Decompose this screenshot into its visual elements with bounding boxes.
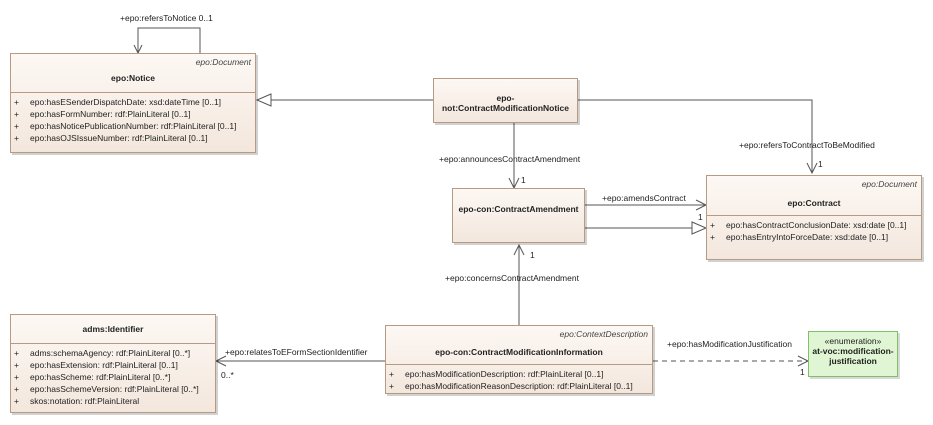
identifier-attr: +epo:hasExtension: rdf:PlainLiteral [0..… (14, 360, 178, 370)
notice-stereotype: epo:Document (195, 57, 251, 67)
class-contract-modification-notice[interactable]: epo-not:ContractModificationNotice (433, 78, 578, 123)
contract-attr: +epo:hasContractConclusionDate: xsd:date… (710, 220, 907, 230)
concerns-arrow (513, 243, 525, 256)
class-contract-modification-information[interactable]: epo:ContextDescription epo-con:ContractM… (385, 325, 653, 394)
relates-label: +epo:relatesToEFormSectionIdentifier (225, 347, 368, 357)
class-contract[interactable]: epo:Document epo:Contract +epo:hasContra… (706, 175, 922, 260)
amendment-generalization-head (691, 221, 708, 235)
cmn-generalization-head (255, 93, 272, 107)
announces-label: +epo:announcesContractAmendment (439, 154, 581, 164)
amendment-name: epo-con:ContractAmendment (458, 204, 579, 214)
cmi-attr: +epo:hasModificationReasonDescription: r… (389, 381, 633, 391)
refers-to-contract-arrow (806, 162, 818, 175)
class-notice[interactable]: epo:Document epo:Notice +epo:hasESenderD… (10, 53, 256, 153)
notice-attr: +epo:hasESenderDispatchDate: xsd:dateTim… (14, 97, 222, 107)
notice-name: epo:Notice (111, 73, 155, 83)
refers-to-contract-multiplicity: 1 (818, 159, 823, 169)
identifier-attr: +skos:notation: rdf:PlainLiteral (14, 396, 140, 406)
cmi-stereotype: epo:ContextDescription (559, 329, 648, 339)
concerns-label: +epo:concernsContractAmendment (445, 273, 579, 283)
justification-label: +epo:hasModificationJustification (667, 339, 792, 349)
amends-label: +epo:amendsContract (602, 193, 686, 203)
relates-multiplicity: 0..* (221, 370, 234, 380)
enum-stereotype: «enumeration» (824, 336, 882, 346)
announces-multiplicity: 1 (521, 175, 526, 185)
contract-attr: +epo:hasEntryIntoForceDate: xsd:date [0.… (710, 232, 889, 242)
enum-name-line2: justification (829, 356, 877, 366)
justification-multiplicity: 1 (800, 367, 805, 377)
identifier-attr: +epo:hasSchemeVersion: rdf:PlainLiteral … (14, 384, 199, 394)
identifier-attributes: +adms:schemaAgency: rdf:PlainLiteral [0.… (11, 343, 215, 407)
class-identifier[interactable]: adms:Identifier +adms:schemaAgency: rdf:… (10, 314, 216, 413)
identifier-name: adms:Identifier (82, 324, 144, 334)
contract-name: epo:Contract (787, 198, 841, 208)
identifier-attr: +adms:schemaAgency: rdf:PlainLiteral [0.… (14, 348, 191, 358)
notice-attr: +epo:hasNoticePublicationNumber: rdf:Pla… (14, 121, 237, 131)
refers-to-contract-line[interactable] (578, 99, 813, 173)
identifier-attr: +epo:hasScheme: rdf:PlainLiteral [0..*] (14, 372, 171, 382)
cmi-attr: +epo:hasModificationDescription: rdf:Pla… (389, 369, 604, 379)
cmn-name: epo-not:ContractModificationNotice (441, 93, 570, 113)
amends-multiplicity: 1 (698, 212, 703, 222)
enumeration-modification-justification[interactable]: «enumeration» at-voc:modification- justi… (808, 331, 898, 377)
cmi-attributes: +epo:hasModificationDescription: rdf:Pla… (386, 364, 652, 392)
cmi-name: epo-con:ContractModificationInformation (435, 347, 603, 357)
concerns-multiplicity: 1 (530, 250, 535, 260)
contract-stereotype: epo:Document (861, 179, 917, 189)
refers-to-notice-label: +epo:refersToNotice 0..1 (120, 13, 213, 23)
enum-name-line1: at-voc:modification- (812, 346, 894, 356)
notice-attr: +epo:hasOJSIssueNumber: rdf:PlainLiteral… (14, 133, 208, 143)
refers-to-notice-line[interactable] (137, 27, 201, 53)
relates-arrow (214, 355, 227, 367)
class-contract-amendment[interactable]: epo-con:ContractAmendment (452, 188, 585, 243)
contract-attributes: +epo:hasContractConclusionDate: xsd:date… (707, 215, 921, 243)
notice-attr: +epo:hasFormNumber: rdf:PlainLiteral [0.… (14, 109, 191, 119)
refers-to-contract-label: +epo:refersToContractToBeModified (739, 140, 875, 150)
notice-attributes: +epo:hasESenderDispatchDate: xsd:dateTim… (11, 92, 255, 144)
